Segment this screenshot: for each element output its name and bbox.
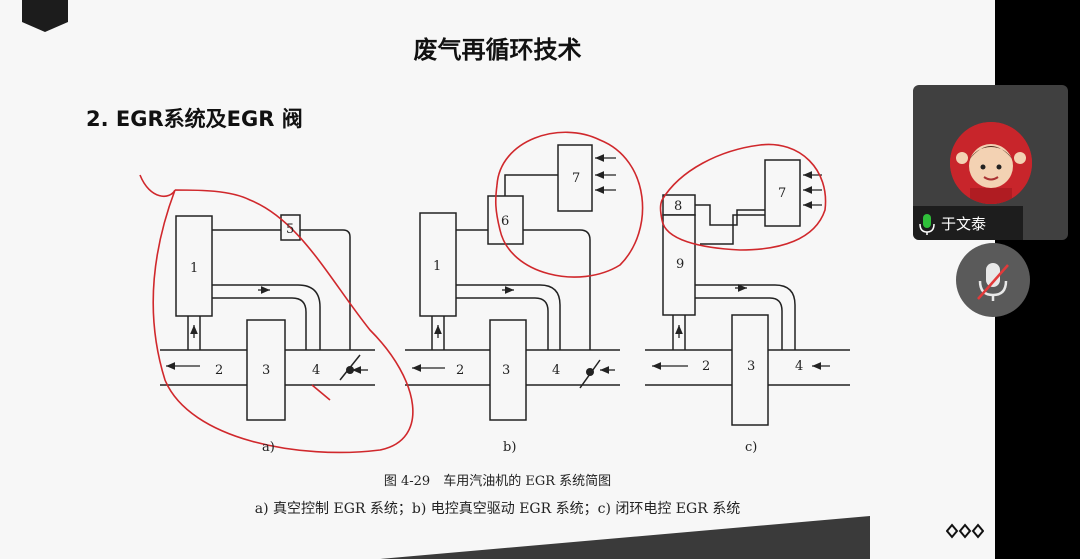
panel-label-c: c) [745, 440, 758, 455]
corner-badge-icon [22, 0, 68, 32]
label-2b: 2 [456, 363, 464, 378]
red-annotation [139, 131, 827, 454]
slide-title: 废气再循环技术 [413, 36, 582, 64]
label-7c: 7 [778, 186, 786, 201]
slide-subtitle: 2. EGR系统及EGR 阀 [86, 107, 303, 131]
participant-name-tag: 于文泰 [913, 206, 1023, 240]
figure-subcaption: a) 真空控制 EGR 系统；b) 电控真空驱动 EGR 系统；c) 闭环电控 … [254, 501, 741, 517]
label-4b: 4 [552, 363, 560, 378]
mic-active-icon [913, 206, 941, 240]
label-3b: 3 [502, 363, 510, 378]
label-1b: 1 [433, 259, 441, 274]
figure-caption: 图 4-29 车用汽油机的 EGR 系统简图 [383, 474, 612, 489]
more-options-icon[interactable] [946, 523, 984, 539]
label-5a: 5 [286, 222, 294, 237]
slide-bottom-decoration [380, 516, 870, 559]
mic-muted-icon [977, 263, 1009, 301]
slide: 废气再循环技术 2. EGR系统及EGR 阀 [22, 0, 870, 559]
label-3a: 3 [262, 363, 270, 378]
label-9c: 9 [676, 257, 684, 272]
avatar-image [950, 122, 1032, 204]
egr-diagram: 1 2 3 4 5 1 2 3 4 6 7 8 9 2 3 4 7 [139, 131, 850, 454]
label-4c: 4 [795, 359, 803, 374]
panel-label-a: a) [262, 440, 275, 455]
label-8c: 8 [674, 199, 682, 214]
label-1a: 1 [190, 261, 198, 276]
label-4a: 4 [312, 363, 320, 378]
label-2a: 2 [215, 363, 223, 378]
label-3c: 3 [747, 359, 755, 374]
participant-name: 于文泰 [941, 214, 987, 233]
mute-toggle-button[interactable] [956, 243, 1030, 317]
label-2c: 2 [702, 359, 710, 374]
label-7b: 7 [572, 171, 580, 186]
label-6b: 6 [501, 214, 509, 229]
panel-label-b: b) [503, 440, 517, 455]
